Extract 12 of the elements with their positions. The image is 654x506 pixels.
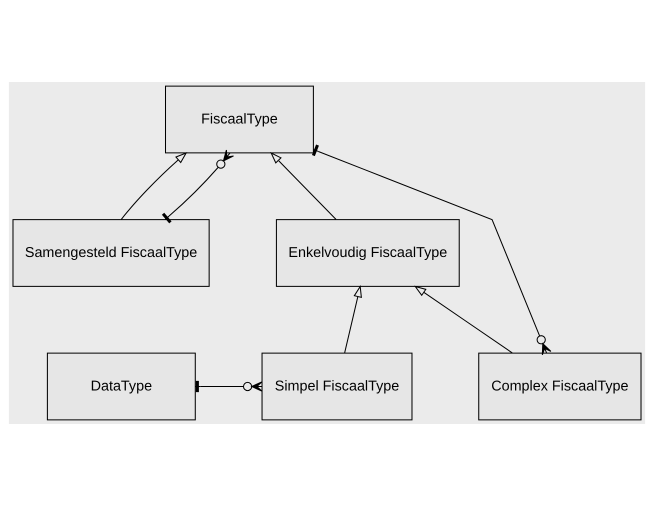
node-box: Complex FiscaalType (478, 352, 642, 420)
node-box: DataType (46, 352, 196, 420)
connector (312, 144, 552, 356)
arrow (414, 286, 513, 354)
arrow (270, 152, 336, 220)
connector (162, 150, 234, 224)
node-box: FiscaalType (164, 86, 314, 154)
node-box: Enkelvoudig FiscaalType (276, 219, 460, 287)
node-box: Simpel FiscaalType (262, 352, 412, 420)
node-box: Samengesteld FiscaalType (12, 219, 210, 287)
arrow (120, 152, 188, 220)
arrow (344, 285, 362, 354)
